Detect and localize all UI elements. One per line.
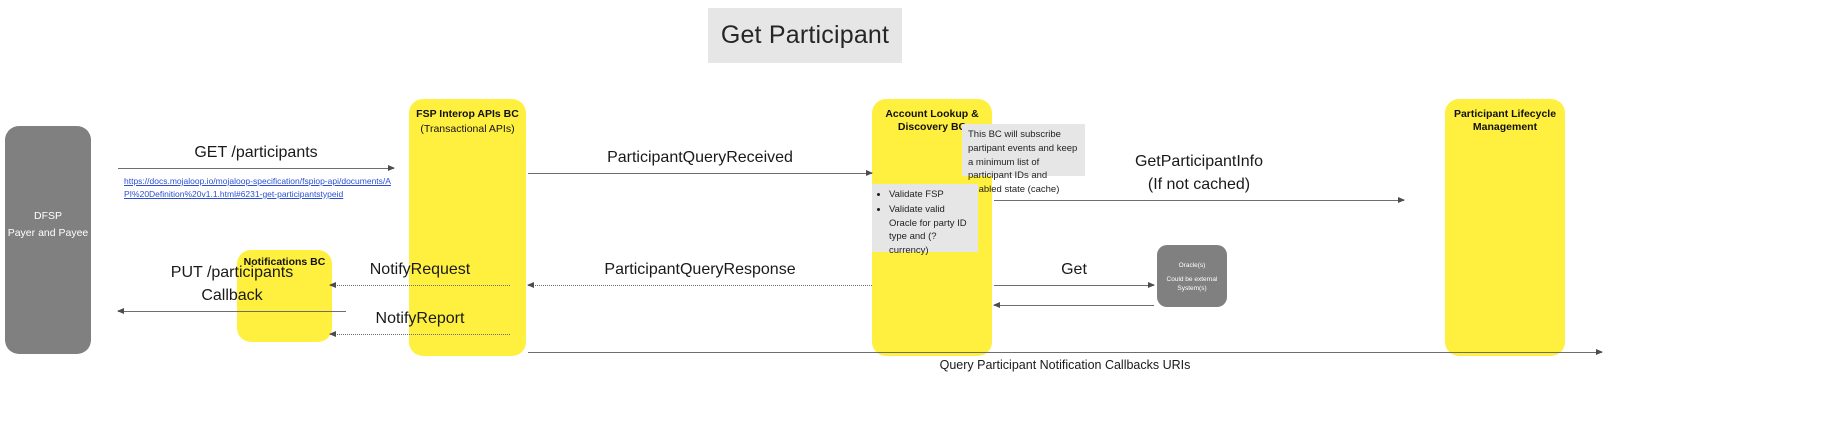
arrowhead-right-icon [1596, 348, 1603, 355]
message-participant-query-received-label: ParticipantQueryReceived [607, 149, 793, 166]
lane-fsp-interop-apis-bc-title: FSP Interop APIs BC [416, 108, 519, 120]
lane-participant-lifecycle-management-title: Participant Lifecycle Management [1453, 108, 1557, 134]
message-line [330, 334, 510, 335]
lane-participant-lifecycle-management[interactable]: Participant Lifecycle Management [1445, 99, 1565, 356]
message-notify-report-label: NotifyReport [375, 310, 465, 327]
message-line [994, 200, 1404, 201]
arrowhead-left-icon [329, 330, 336, 337]
diagram-title-banner: Get Participant [708, 8, 902, 63]
message-put-participants-label-2: Callback [201, 286, 263, 304]
message-line [528, 173, 872, 174]
message-get-participant-info-labels: GetParticipantInfo (If not cached) [994, 150, 1404, 196]
lane-oracles-subtitle: Could be external System(s) [1166, 276, 1218, 292]
lane-dfsp-title: DFSP [33, 210, 62, 222]
message-line [528, 352, 1602, 353]
message-line [118, 168, 394, 169]
arrowhead-right-icon [388, 164, 395, 171]
message-get-participant-info-label-2: (If not cached) [1147, 175, 1251, 193]
arrowhead-right-icon [1398, 196, 1405, 203]
note-validate-item-1: Validate valid Oracle for party ID type … [889, 203, 972, 258]
message-get-oracle-label: Get [1061, 261, 1087, 278]
message-query-participant-notification-callbacks-uris-label: Query Participant Notification Callbacks… [939, 358, 1191, 372]
message-get-participant-info-label-1: GetParticipantInfo [1134, 152, 1264, 170]
message-notify-request-label: NotifyRequest [369, 261, 471, 278]
arrowhead-left-icon [329, 281, 336, 288]
lane-dfsp-subtitle: Payer and Payee [7, 227, 89, 239]
note-validate: Validate FSP Validate valid Oracle for p… [872, 184, 978, 256]
arrowhead-right-icon [1148, 281, 1155, 288]
message-get-participants-label: GET /participants [194, 144, 318, 161]
fspiop-spec-link[interactable]: https://docs.mojaloop.io/mojaloop-specif… [124, 176, 391, 199]
arrowhead-right-icon [866, 169, 873, 176]
lane-fsp-interop-apis-bc[interactable]: FSP Interop APIs BC (Transactional APIs) [409, 99, 526, 356]
note-cache: This BC will subscribe partipant events … [962, 124, 1085, 195]
message-put-participants-callback-labels: PUT /participants Callback [118, 261, 346, 307]
lane-notifications-bc[interactable]: Notifications BC [237, 250, 332, 342]
page-title: Get Participant [720, 21, 890, 49]
message-line [528, 285, 872, 286]
arrowhead-left-icon [117, 307, 124, 314]
lane-account-lookup-discovery-bc-title: Account Lookup & Discovery BC [885, 108, 979, 134]
message-line [994, 285, 1154, 286]
lane-oracles-title: Oracle(s) [1178, 262, 1206, 269]
message-line [118, 311, 346, 312]
lane-dfsp[interactable]: DFSP Payer and Payee [5, 126, 91, 354]
message-participant-query-response-label: ParticipantQueryResponse [604, 261, 796, 278]
lane-notifications-bc-title: Notifications BC [243, 256, 326, 268]
message-put-participants-label-1: PUT /participants [170, 263, 294, 281]
message-line [330, 285, 510, 286]
note-cache-text: This BC will subscribe partipant events … [968, 129, 1078, 196]
note-validate-item-0: Validate FSP [889, 188, 972, 202]
arrowhead-left-icon [527, 281, 534, 288]
lane-fsp-interop-apis-bc-subtitle: (Transactional APIs) [420, 123, 515, 135]
note-validate-list: Validate FSP Validate valid Oracle for p… [878, 188, 972, 258]
lane-oracles[interactable]: Oracle(s) Could be external System(s) [1157, 245, 1227, 307]
message-line [994, 305, 1154, 306]
arrowhead-left-icon [993, 301, 1000, 308]
